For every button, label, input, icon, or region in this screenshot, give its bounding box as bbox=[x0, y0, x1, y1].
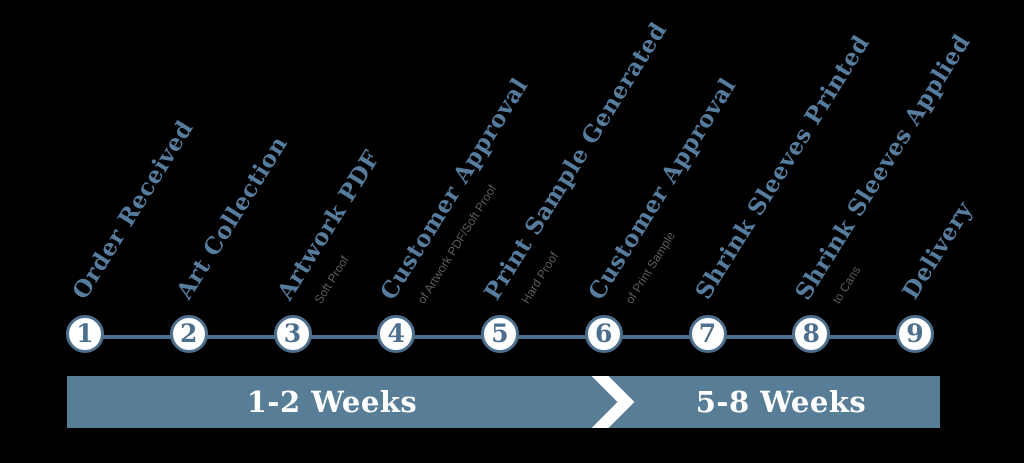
step-circle: 7 bbox=[688, 315, 727, 353]
step-number: 1 bbox=[76, 318, 94, 348]
step-number: 8 bbox=[802, 318, 820, 348]
step-label: Delivery bbox=[897, 196, 979, 304]
duration-label-first-phase: 1-2 Weeks bbox=[246, 385, 418, 419]
step-label: Shrink Sleeves Applied bbox=[790, 29, 977, 305]
step-number: 9 bbox=[906, 318, 924, 348]
step-circle: 9 bbox=[896, 315, 934, 353]
step-number: 4 bbox=[387, 318, 405, 348]
chevron-right-icon bbox=[591, 376, 635, 428]
step-label: Art Collection bbox=[170, 131, 293, 304]
step-number: 2 bbox=[180, 318, 198, 348]
step-circle: 4 bbox=[377, 315, 416, 353]
duration-label-second-phase: 5-8 Weeks bbox=[695, 385, 867, 419]
step-number: 7 bbox=[698, 318, 717, 348]
step-circle: 3 bbox=[273, 315, 312, 353]
duration-banner: 1-2 Weeks 5-8 Weeks bbox=[67, 376, 940, 428]
step-circle: 5 bbox=[481, 315, 519, 353]
step-circle: 6 bbox=[584, 315, 623, 353]
step-circle: 1 bbox=[66, 315, 104, 353]
step-number: 6 bbox=[595, 318, 613, 348]
step-number: 5 bbox=[491, 318, 509, 348]
step-label-block: Art Collection bbox=[170, 131, 293, 304]
step-number: 3 bbox=[283, 318, 302, 348]
step-circle: 2 bbox=[169, 315, 208, 353]
step-circle: 8 bbox=[792, 315, 831, 353]
step-label-block: Delivery bbox=[897, 196, 979, 304]
